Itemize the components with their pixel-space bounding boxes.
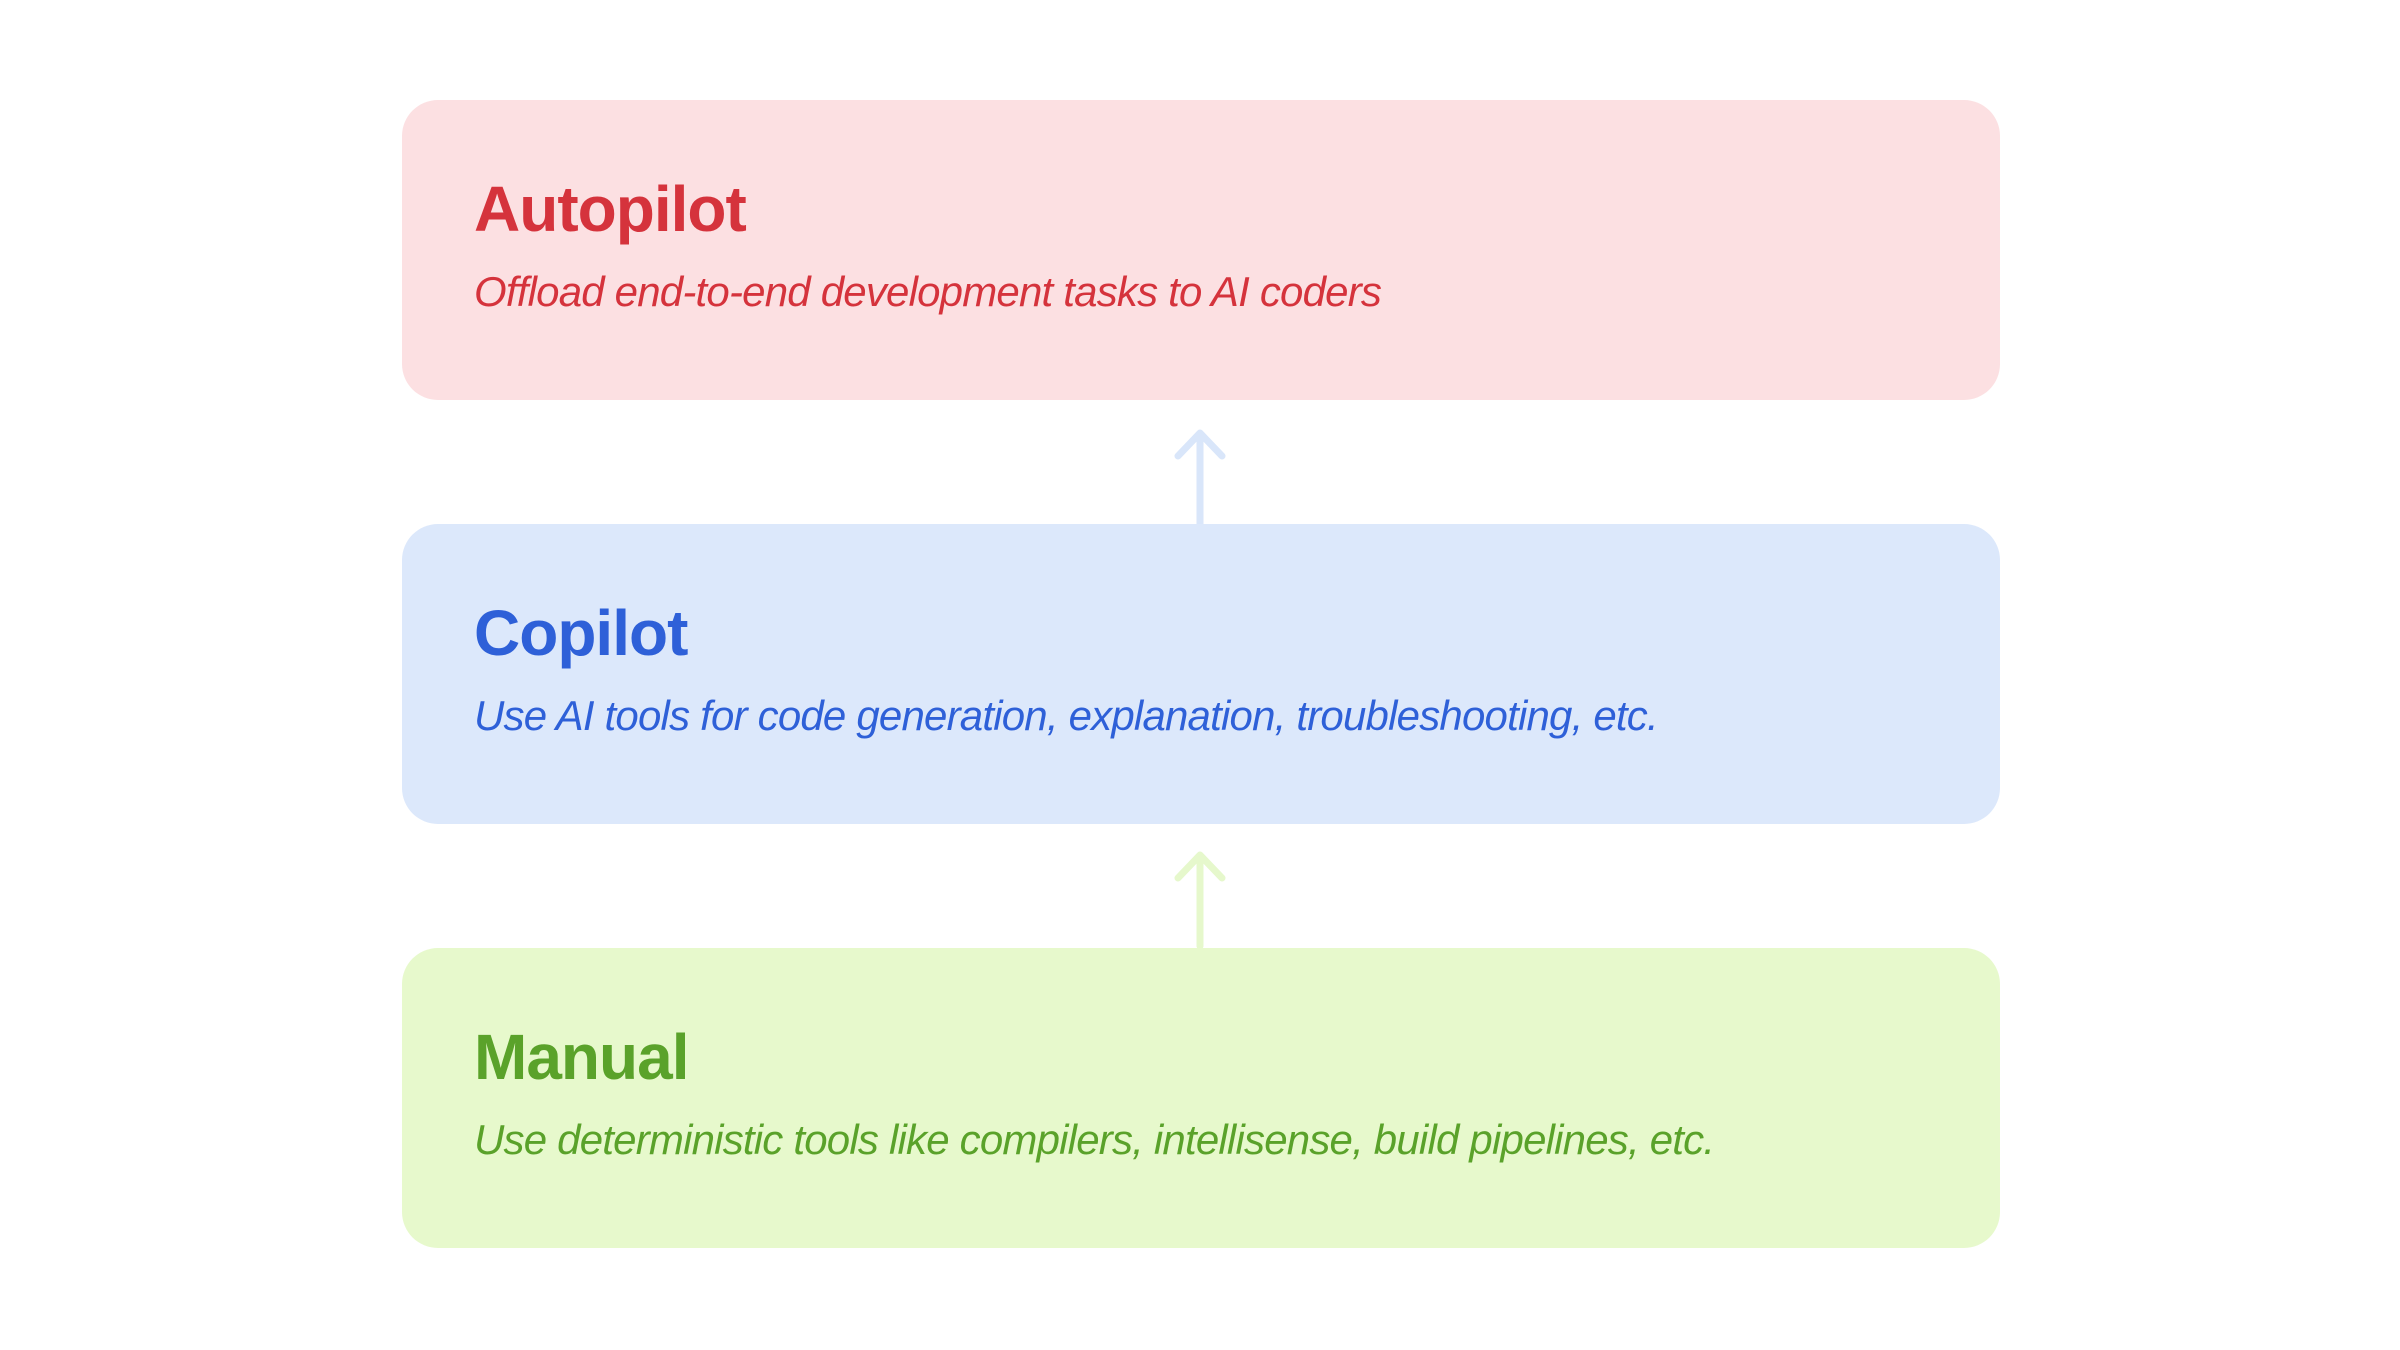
- level-card-copilot: Copilot Use AI tools for code generation…: [402, 524, 2000, 824]
- level-title-copilot: Copilot: [474, 597, 688, 669]
- level-description-manual: Use deterministic tools like compilers, …: [474, 1116, 1715, 1163]
- level-description-copilot: Use AI tools for code generation, explan…: [474, 692, 1659, 739]
- arrow-up-icon: [1174, 851, 1226, 948]
- level-description-autopilot: Offload end-to-end development tasks to …: [474, 268, 1382, 315]
- level-card-manual: Manual Use deterministic tools like comp…: [402, 948, 2000, 1248]
- arrow-up-icon: [1174, 429, 1226, 526]
- level-title-manual: Manual: [474, 1021, 689, 1093]
- level-card-autopilot: Autopilot Offload end-to-end development…: [402, 100, 2000, 400]
- arrow-manual-to-copilot: [1172, 846, 1228, 948]
- arrow-copilot-to-autopilot: [1172, 424, 1228, 526]
- level-title-autopilot: Autopilot: [474, 173, 747, 245]
